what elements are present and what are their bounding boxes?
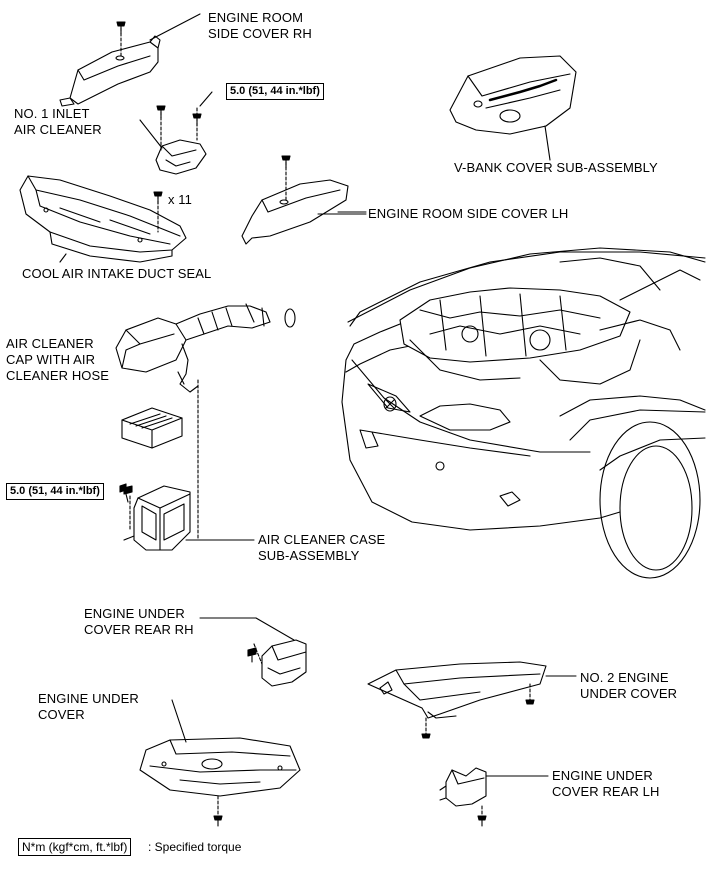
air-cleaner-cap-part <box>115 303 296 541</box>
legend-torque-text: : Specified torque <box>148 840 242 854</box>
label-engine-room-side-cover-rh: ENGINE ROOM SIDE COVER RH <box>208 10 312 41</box>
cool-air-intake-duct-seal-part <box>19 175 187 263</box>
label-air-cleaner-cap: AIR CLEANER CAP WITH AIR CLEANER HOSE <box>6 336 110 383</box>
label-cool-air-intake-duct-seal: COOL AIR INTAKE DUCT SEAL <box>22 266 212 281</box>
label-air-cleaner-case: AIR CLEANER CASE SUB-ASSEMBLY <box>258 532 386 563</box>
no1-inlet-air-cleaner-part <box>139 91 213 175</box>
label-no2-engine-under-cover: NO. 2 ENGINE UNDER COVER <box>580 670 678 701</box>
label-engine-room-side-cover-lh: ENGINE ROOM SIDE COVER LH <box>368 206 569 221</box>
label-no1-inlet-air-cleaner: NO. 1 INLET AIR CLEANER <box>14 106 102 137</box>
engine-room-side-cover-rh-part <box>59 13 201 107</box>
air-cleaner-element-part <box>121 407 183 449</box>
label-bolt-count: x 11 <box>168 192 193 207</box>
label-v-bank-cover: V-BANK COVER SUB-ASSEMBLY <box>454 160 658 175</box>
label-engine-under-cover-rear-lh: ENGINE UNDER COVER REAR LH <box>552 768 660 799</box>
torque-spec-lower: 5.0 (51, 44 in.*lbf) <box>6 483 104 500</box>
no2-engine-under-cover-part <box>367 661 577 739</box>
engine-under-cover-rear-lh-part <box>439 767 549 827</box>
engine-under-cover-part <box>139 699 301 827</box>
label-engine-under-cover-rear-rh: ENGINE UNDER COVER REAR RH <box>84 606 194 637</box>
engine-room-side-cover-lh-part <box>241 155 367 245</box>
air-cleaner-case-part <box>119 483 255 551</box>
label-engine-under-cover: ENGINE UNDER COVER <box>38 691 139 722</box>
legend-torque-unit: N*m (kgf*cm, ft.*lbf) <box>18 838 132 856</box>
vehicle-front-view <box>341 247 706 579</box>
torque-spec-upper: 5.0 (51, 44 in.*lbf) <box>226 83 324 100</box>
engine-under-cover-rear-rh-part <box>199 617 307 687</box>
v-bank-cover-part <box>449 55 577 161</box>
